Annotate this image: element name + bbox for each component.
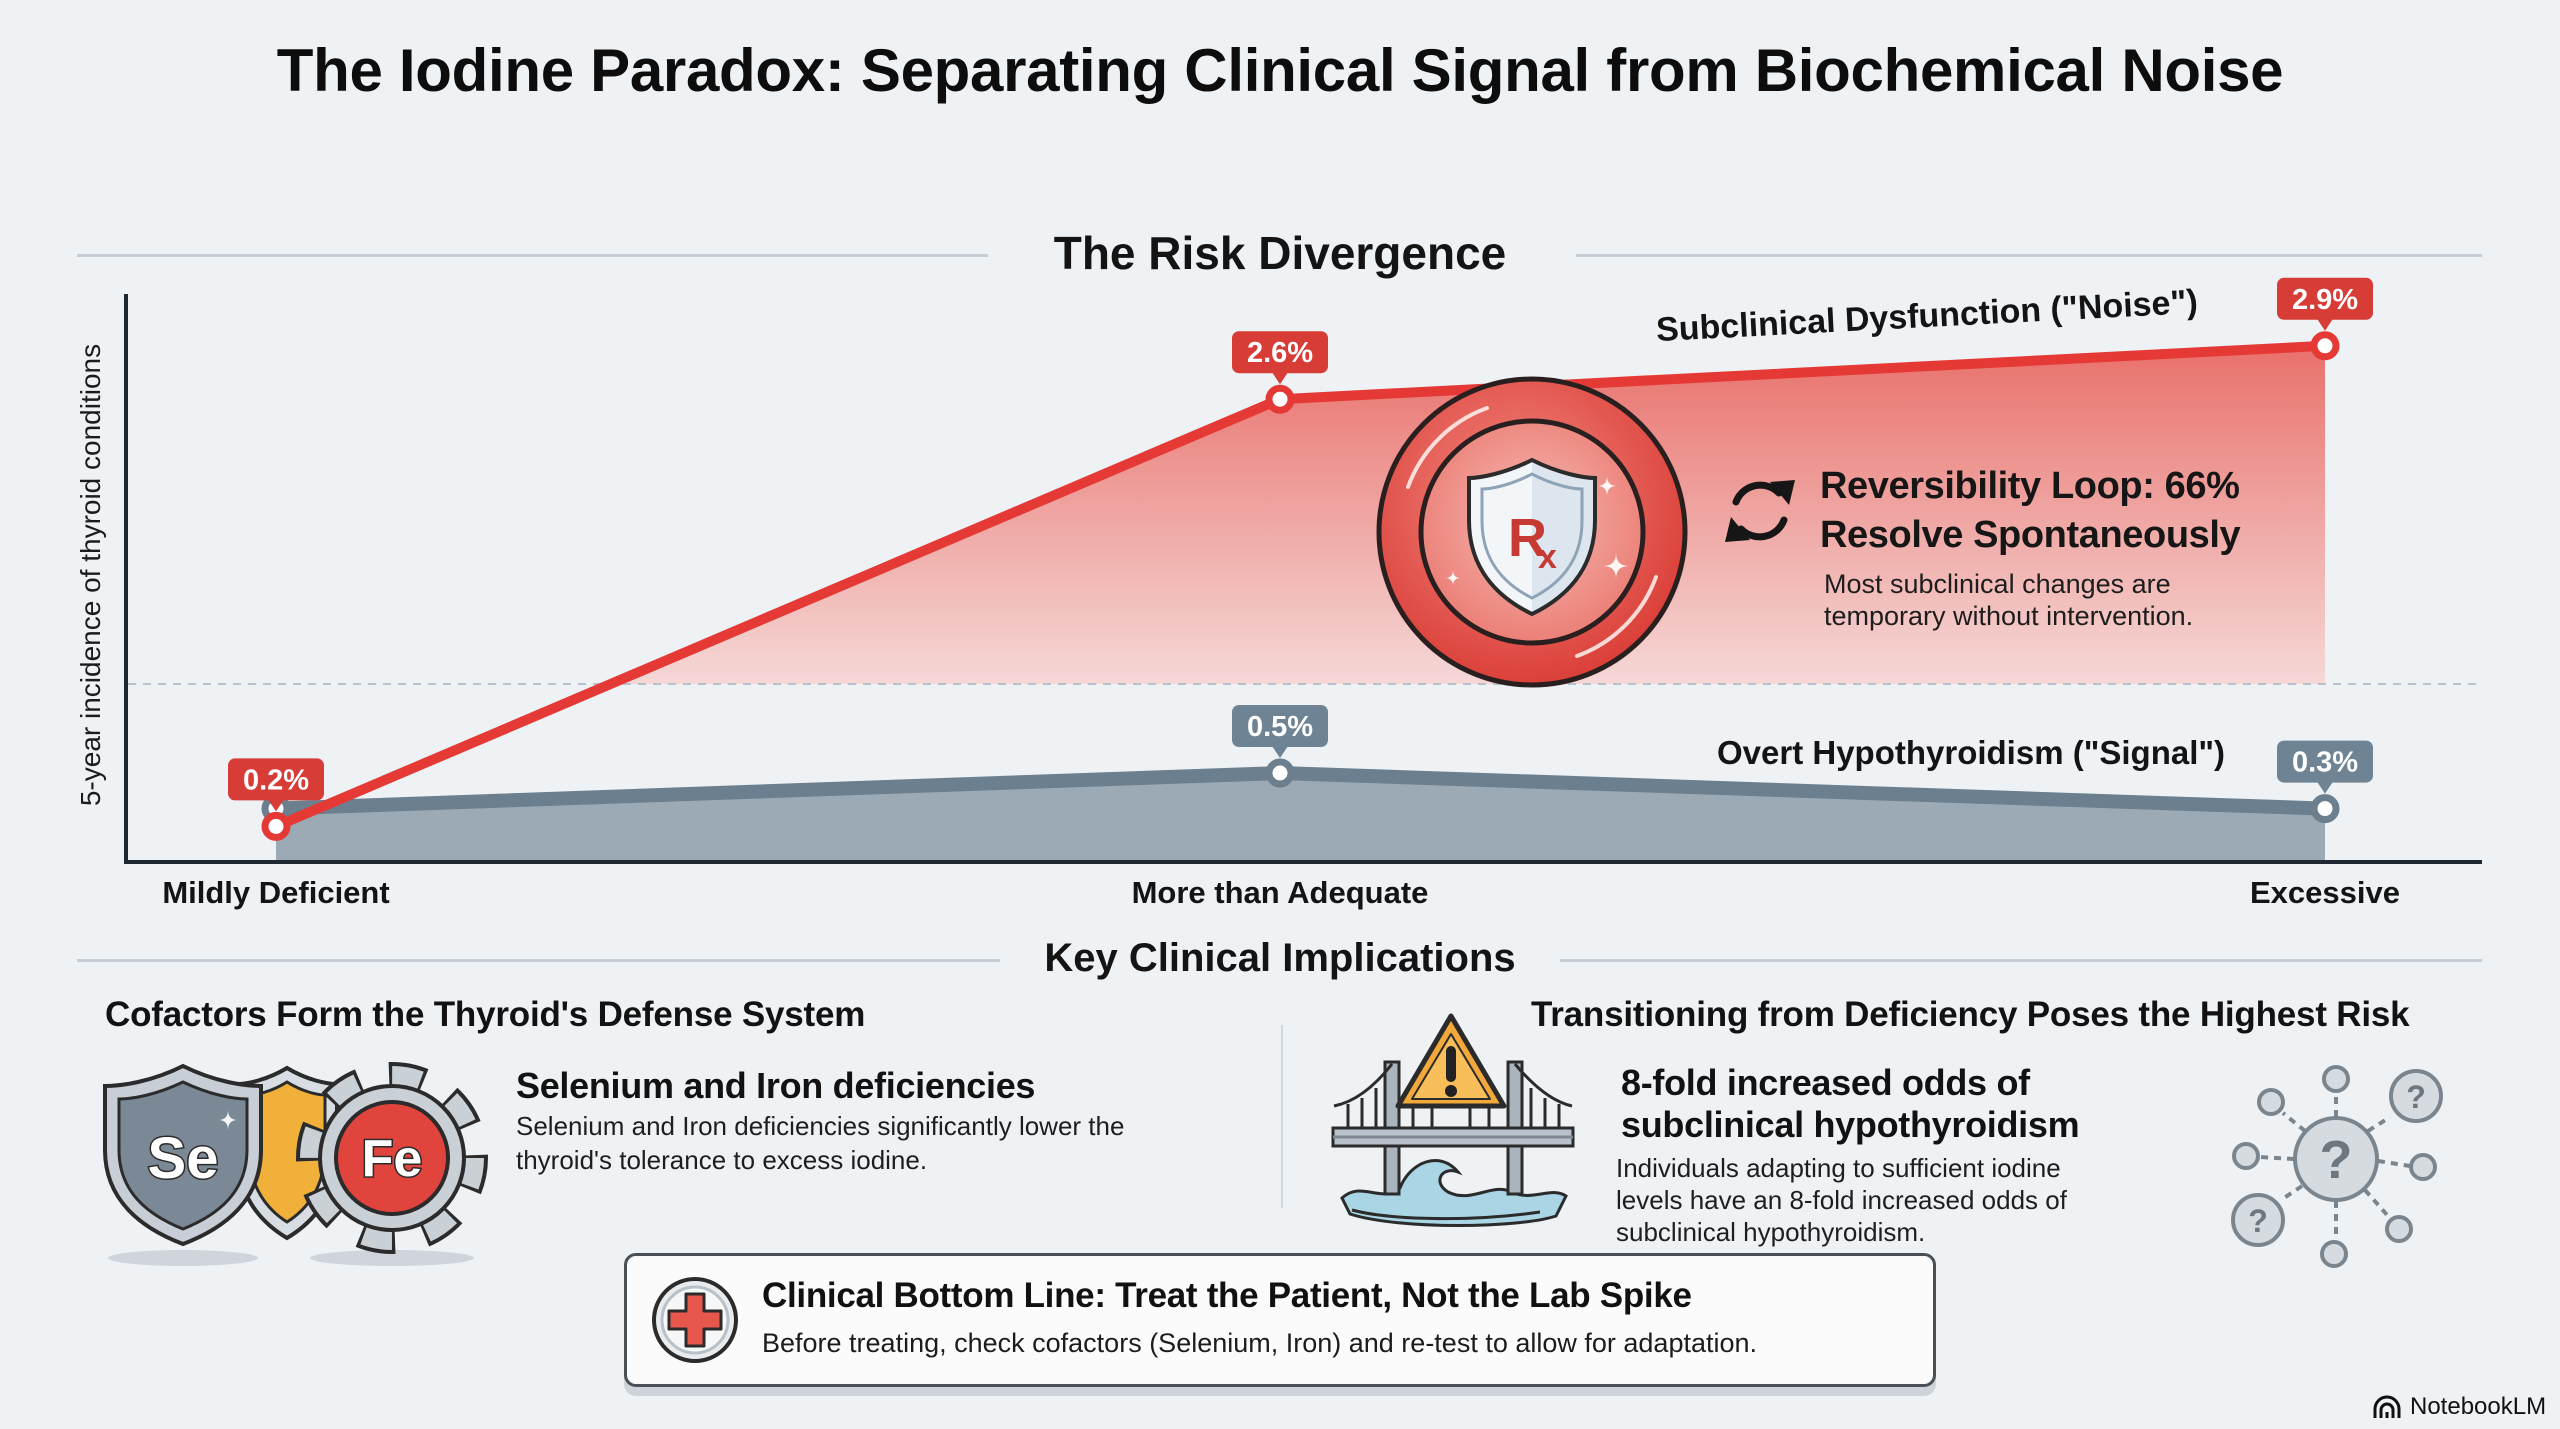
page-title: The Iodine Paradox: Separating Clinical … [276,37,2284,104]
chart-section-heading: The Risk Divergence [1053,227,1507,279]
noise-value-badge: 2.9% [2277,277,2373,331]
section-divider-right [1576,254,2482,257]
reversibility-body-line-1: Most subclinical changes are [1824,569,2171,599]
noise-badge-pointer [268,799,284,812]
cofactors-body-line-1: Selenium and Iron deficiencies significa… [516,1111,1125,1141]
noise-badge-pointer [1272,372,1288,385]
svg-text:?: ? [2320,1130,2353,1190]
notebooklm-logo-icon [2373,1395,2401,1418]
selenium-symbol: Se [148,1126,219,1191]
signal-marker [2310,794,2340,824]
transition-body-line-2: levels have an 8-fold increased odds of [1616,1185,2067,1215]
noise-value-badge: 0.2% [228,758,324,812]
section-divider-right [1560,959,2482,962]
reversibility-body-line-2: temporary without intervention. [1824,601,2194,631]
signal-badge-pointer [1272,746,1288,758]
reversibility-title-line-1: Reversibility Loop: 66% [1820,465,2240,507]
cofactors-heading: Cofactors Form the Thyroid's Defense Sys… [105,995,866,1034]
brand-label: NotebookLM [2410,1393,2547,1420]
x-tick-label-more-than-adequate: More than Adequate [1131,875,1429,910]
transition-subheading-line-2: subclinical hypothyroidism [1621,1104,2080,1145]
transition-body-line-1: Individuals adapting to sufficient iodin… [1616,1153,2061,1183]
signal-value-badge: 0.3% [2277,740,2373,794]
noise-badge-box [228,758,324,801]
question-network-icon: ? ? ? [2231,1065,2443,1268]
noise-badge-label: 2.6% [1247,337,1313,369]
signal-badge-pointer [2317,781,2333,794]
x-tick-label-excessive: Excessive [2250,875,2400,910]
cofactors-body-line-2: thyroid's tolerance to excess iodine. [516,1145,928,1175]
signal-value-badge: 0.5% [1232,705,1328,758]
noise-badge-pointer [2317,318,2333,331]
series-label-signal: Overt Hypothyroidism ("Signal") [1716,734,2226,771]
risk-divergence-chart: R x 0.5% 0.3% 0.2% 2.6% 2.9% [124,277,2482,864]
implications-section-heading: Key Clinical Implications [1044,936,1516,980]
svg-text:?: ? [2406,1079,2426,1115]
right-implication-icons: ? ? ? [1331,1013,2443,1268]
bottom-line-body: Before treating, check cofactors (Seleni… [762,1328,1758,1358]
bridge-warning-icon [1331,1013,1575,1227]
noise-badge-label: 0.2% [243,764,309,796]
noise-badge-box [1232,331,1328,374]
medical-cross-icon [652,1277,738,1363]
section-divider-left [77,959,1000,962]
noise-value-badge: 2.6% [1232,331,1328,385]
signal-marker [1265,758,1295,788]
noise-marker [1265,384,1295,414]
section-divider-left [77,254,988,257]
cofactors-subheading: Selenium and Iron deficiencies [516,1065,1036,1106]
signal-badge-box [1232,705,1328,747]
implications-vertical-divider [1281,1025,1283,1208]
transition-risk-heading: Transitioning from Deficiency Poses the … [1531,995,2410,1034]
x-tick-label-mildly-deficient: Mildly Deficient [162,875,390,910]
signal-badge-label: 0.3% [2292,747,2358,779]
noise-badge-box [2277,277,2373,320]
svg-text:R: R [1508,508,1547,568]
signal-badge-box [2277,740,2373,783]
noise-badge-label: 2.9% [2292,284,2358,316]
svg-text:x: x [1538,538,1557,576]
transition-subheading-line-1: 8-fold increased odds of [1621,1062,2030,1103]
clinical-bottom-line-callout [624,1253,1936,1387]
transition-body-line-3: subclinical hypothyroidism. [1616,1217,1926,1247]
refresh-cycle-icon [1725,480,1795,542]
noise-marker [2310,331,2340,361]
signal-badge-label: 0.5% [1247,711,1313,743]
reversibility-title-line-2: Resolve Spontaneously [1820,514,2241,556]
svg-text:?: ? [2248,1203,2268,1239]
bottom-line-title: Clinical Bottom Line: Treat the Patient,… [762,1276,1692,1315]
noise-marker [261,811,291,841]
selenium-iron-shield-gear-icon: Se Fe [103,1062,488,1266]
iron-symbol: Fe [362,1130,423,1188]
rx-shield-badge-icon: R x [1376,376,1688,688]
